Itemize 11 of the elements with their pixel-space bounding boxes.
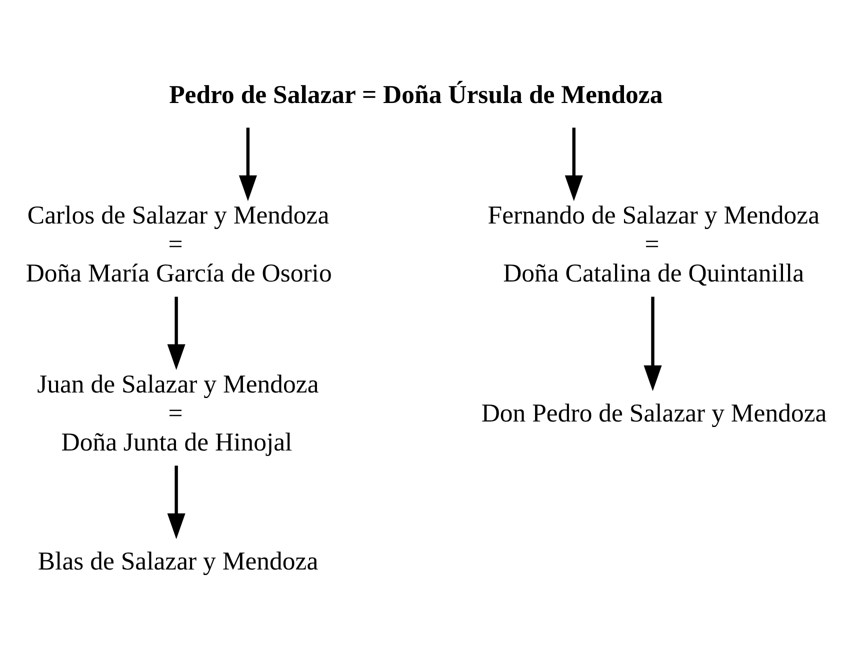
node-text: Pedro de Salazar = Doña Úrsula de Mendoza	[169, 79, 663, 108]
arrow	[238, 127, 257, 201]
node-text: Don Pedro de Salazar y Mendoza	[481, 398, 827, 428]
node-text: Carlos de Salazar y Mendoza = Doña María García de Osorio	[26, 200, 332, 288]
arrow	[644, 296, 662, 391]
node-text: Juan de Salazar y Mendoza = Doña Junta de Hinojal	[37, 369, 319, 456]
node-text: Fernando de Salazar y Mendoza = Doña Catalina de Quintanilla	[488, 200, 820, 288]
node-text: Blas de Salazar y Mendoza	[38, 546, 318, 576]
arrow	[167, 296, 186, 370]
arrow	[167, 465, 186, 539]
arrow	[564, 127, 583, 201]
